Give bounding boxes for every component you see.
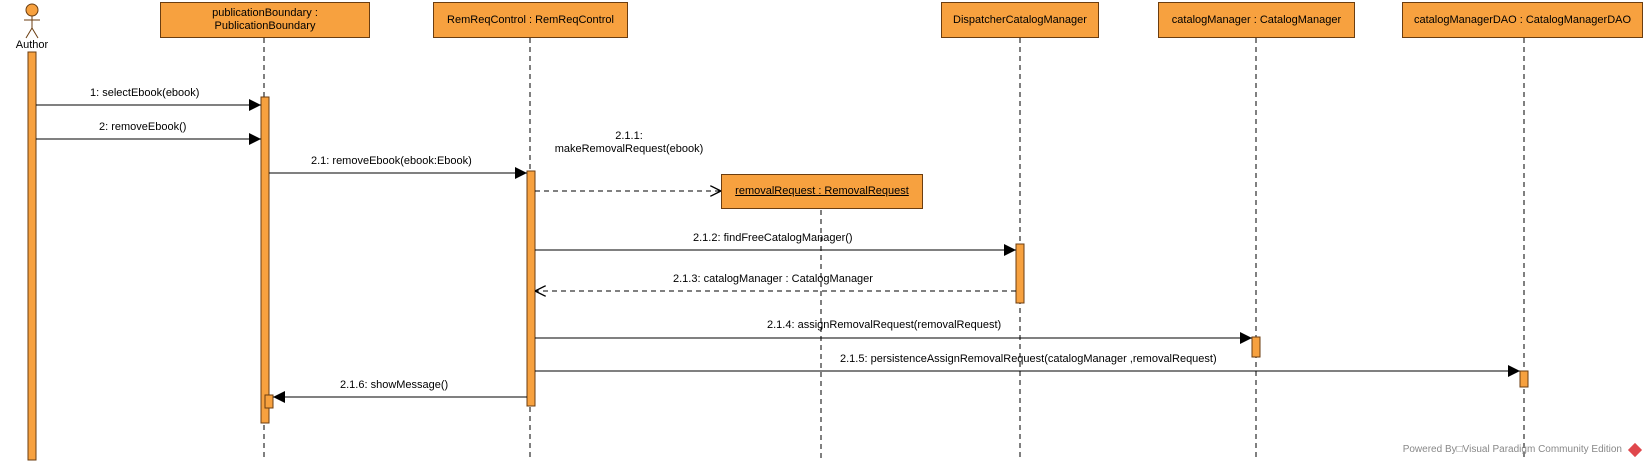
lifeline-label: RemReqControl : RemReqControl	[447, 13, 614, 26]
lifeline-label-line1: publicationBoundary :	[212, 7, 318, 19]
actor-label: Author	[15, 39, 49, 51]
activation-dao	[1519, 370, 1529, 388]
powered-by-footer: Powered By□Visual Paradigm Community Edi…	[1402, 442, 1643, 457]
lifeline-box-catalog-manager: catalogManager : CatalogManager	[1158, 2, 1355, 38]
activation-rr	[526, 170, 536, 407]
visual-paradigm-logo-icon	[1627, 442, 1643, 457]
activation-dc	[1015, 243, 1025, 304]
message-label-2-1-2: 2.1.2: findFreeCatalogManager()	[693, 232, 853, 244]
lifeline-box-publication-boundary: publicationBoundary : PublicationBoundar…	[160, 2, 370, 38]
message-label-1: 1: selectEbook(ebook)	[90, 87, 200, 99]
lifeline-box-rem-req-control: RemReqControl : RemReqControl	[433, 2, 628, 38]
message-label-2-1-3: 2.1.3: catalogManager : CatalogManager	[673, 273, 873, 285]
lifeline-box-catalog-manager-dao: catalogManagerDAO : CatalogManagerDAO	[1402, 2, 1643, 38]
activation-cm	[1251, 336, 1261, 358]
lifeline-label: removalRequest : RemovalRequest	[735, 185, 909, 197]
message-label-2-1-5: 2.1.5: persistenceAssignRemovalRequest(c…	[840, 353, 1217, 365]
lifeline-label: catalogManager : CatalogManager	[1171, 13, 1342, 26]
message-label-2-1-1: 2.1.1: makeRemovalRequest(ebook)	[554, 130, 704, 156]
message-label-2-1: 2.1: removeEbook(ebook:Ebook)	[311, 155, 472, 167]
activation-pb-nested	[264, 394, 274, 409]
message-label-2-1-1-line1: 2.1.1:	[615, 130, 643, 142]
activation-pb	[260, 96, 270, 424]
message-label-2: 2: removeEbook()	[99, 121, 187, 133]
lifeline-box-dispatcher-catalog-manager: DispatcherCatalogManager	[941, 2, 1099, 38]
actor-figure	[24, 3, 40, 39]
lifeline-box-removal-request: removalRequest : RemovalRequest	[721, 174, 923, 209]
lifeline-label-line2: PublicationBoundary	[214, 20, 316, 32]
activation-author	[27, 51, 37, 461]
powered-by-text: Powered By□Visual Paradigm Community Edi…	[1402, 444, 1622, 455]
lifeline-label: catalogManagerDAO : CatalogManagerDAO	[1413, 13, 1632, 26]
message-label-2-1-1-line2: makeRemovalRequest(ebook)	[554, 143, 704, 155]
message-label-2-1-6: 2.1.6: showMessage()	[340, 379, 449, 391]
lifeline-label: DispatcherCatalogManager	[953, 13, 1087, 26]
message-label-2-1-4: 2.1.4: assignRemovalRequest(removalReque…	[767, 319, 1002, 331]
